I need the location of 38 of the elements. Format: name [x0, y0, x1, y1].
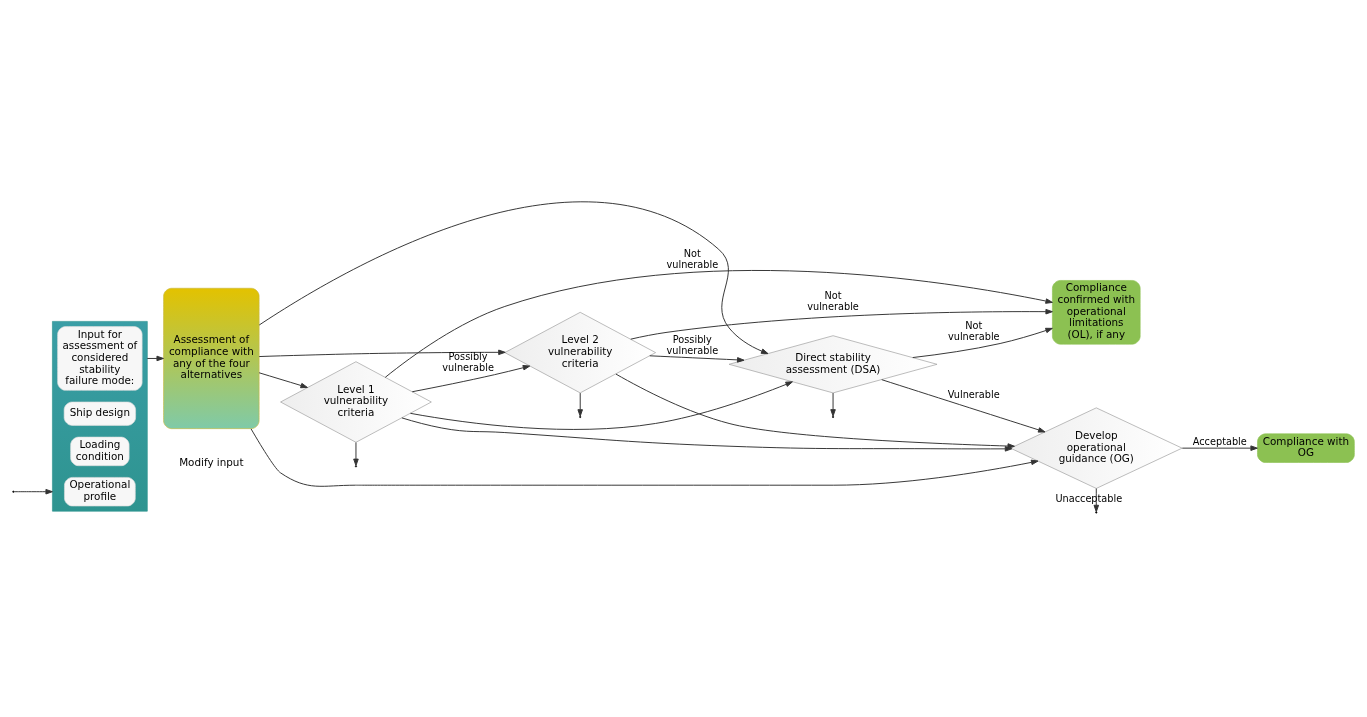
edge-label: Not vulnerable: [666, 247, 719, 270]
arrow: [409, 380, 793, 430]
arrow: [258, 371, 308, 388]
node-box: Compliance confirmed with operational limitations (OL), if any: [1052, 279, 1141, 344]
edge-label: Possibly vulnerable: [442, 350, 494, 373]
arrow: [615, 373, 1015, 449]
arrow: [411, 364, 531, 392]
arrow: [577, 392, 583, 417]
arrow: [384, 269, 1053, 378]
node-diamond: Direct stability assessment (DSA): [728, 334, 938, 393]
arrow: [912, 327, 1053, 358]
arrow: [146, 355, 164, 361]
node-box: Ship design: [63, 401, 136, 426]
arrow: [13, 488, 53, 494]
arrow: [881, 378, 1046, 433]
edge-label: Possibly vulnerable: [666, 333, 719, 356]
edge-label: Not vulnerable: [947, 319, 1000, 342]
arrow: [250, 427, 1039, 487]
arrow: [258, 201, 769, 354]
node-box: Operational profile: [64, 476, 136, 506]
node-diamond: Level 1 vulnerability criteria: [280, 360, 432, 443]
arrow: [649, 354, 745, 363]
arrow: [630, 308, 1053, 340]
edge-label: Not vulnerable: [807, 289, 859, 312]
node-diamond: Level 2 vulnerability criteria: [504, 311, 656, 393]
edge-label: Vulnerable: [947, 388, 1000, 400]
edge-label: Unacceptable: [1055, 492, 1123, 504]
arrow: [353, 441, 359, 466]
node-box: Input for assessment of considered stability failure mode:: [57, 325, 143, 391]
arrow: [258, 349, 506, 357]
node-box: Loading condition: [70, 436, 130, 466]
arrow: [1181, 444, 1258, 451]
node-box: Compliance with OG: [1257, 433, 1355, 463]
edge-label: Acceptable: [1192, 435, 1247, 447]
node-diamond: Develop operational guidance (OG): [1010, 407, 1183, 489]
cluster: [52, 320, 148, 512]
label: Modify input: [179, 455, 244, 468]
node-box: Assessment of compliance with any of the four alternatives: [163, 287, 260, 429]
